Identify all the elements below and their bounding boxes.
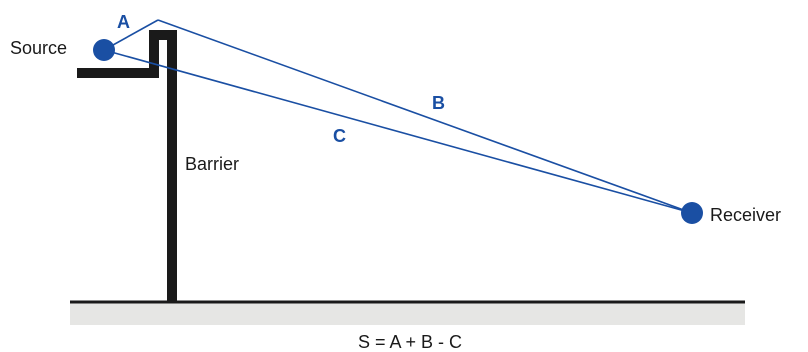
formula-text: S = A + B - C (358, 332, 462, 352)
path-b-label: B (432, 93, 445, 113)
path-c-line (103, 49, 693, 214)
receiver-label: Receiver (710, 205, 781, 225)
path-a-label: A (117, 12, 130, 32)
source-point (93, 39, 115, 61)
receiver-point (681, 202, 703, 224)
barrier-label: Barrier (185, 154, 239, 174)
ground-band (70, 303, 745, 325)
source-label: Source (10, 38, 67, 58)
path-b-line (157, 19, 693, 214)
path-c-label: C (333, 126, 346, 146)
barrier-wall (77, 30, 177, 302)
